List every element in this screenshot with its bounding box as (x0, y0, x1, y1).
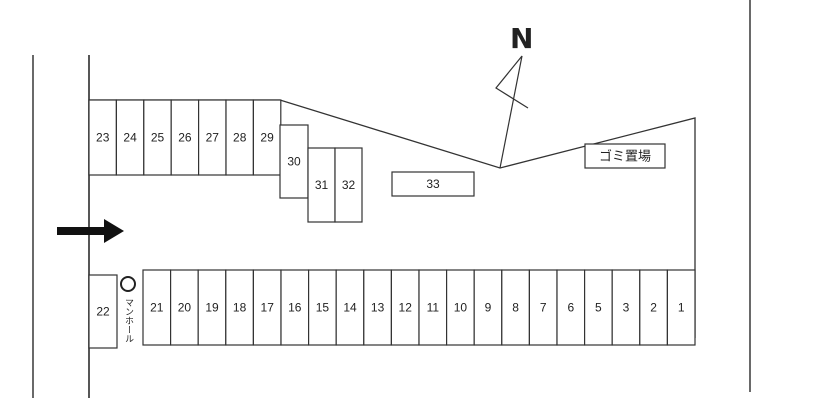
parking-slot-16: 16 (280, 269, 310, 346)
parking-slot-18: 18 (225, 269, 255, 346)
slot-box (473, 269, 503, 346)
slot-number: 30 (287, 155, 301, 169)
slot-number: 14 (343, 301, 357, 315)
slot-box (556, 269, 586, 346)
garbage-area: ゴミ置場 (584, 143, 666, 169)
slot-number: 24 (123, 131, 137, 145)
slot-number: 6 (567, 301, 574, 315)
arrow-right-icon (57, 219, 124, 243)
manhole-label: マンホール (123, 298, 134, 343)
slot-box (666, 269, 696, 346)
parking-slot-6: 6 (556, 269, 586, 346)
parking-slot-19: 19 (197, 269, 227, 346)
slot-number: 9 (485, 301, 492, 315)
slot-box (334, 147, 363, 223)
parking-slot-20: 20 (170, 269, 199, 346)
parking-slot-26: 26 (170, 99, 200, 176)
slot-number: 2 (650, 301, 657, 315)
slot-number: 11 (427, 301, 440, 315)
slot-number: 28 (233, 131, 247, 145)
parking-slot-24: 24 (115, 99, 145, 176)
parking-slot-23: 23 (88, 99, 117, 176)
slot-box (335, 269, 365, 346)
manhole-icon (120, 276, 136, 292)
slot-number: 23 (96, 131, 110, 145)
parking-slot-5: 5 (583, 269, 613, 346)
slot-box (391, 171, 475, 197)
slot-number: 7 (540, 301, 547, 315)
parking-slot-27: 27 (198, 99, 227, 176)
manhole: マンホール (120, 276, 136, 343)
slot-number: 8 (512, 301, 519, 315)
slot-number: 32 (342, 178, 356, 192)
slot-box (115, 99, 145, 176)
parking-slot-25: 25 (143, 99, 172, 176)
parking-slot-29: 29 (252, 99, 282, 176)
slot-box (583, 269, 613, 346)
slot-number: 26 (178, 131, 192, 145)
parking-slot-10: 10 (446, 269, 475, 346)
slot-number: 33 (426, 177, 440, 191)
slot-box (280, 269, 310, 346)
slot-number: 19 (205, 301, 219, 315)
slot-number: 31 (315, 178, 329, 192)
slot-number: 20 (178, 301, 192, 315)
slot-number: 18 (233, 301, 247, 315)
slot-box (88, 274, 118, 349)
north-label: N (510, 22, 533, 55)
slot-number: 3 (623, 301, 630, 315)
parking-slot-7: 7 (528, 269, 558, 346)
parking-slot-11: 11 (418, 269, 448, 346)
slot-box (307, 147, 336, 223)
parking-slot-2: 2 (639, 269, 668, 346)
parking-slot-15: 15 (308, 269, 337, 346)
slot-number: 17 (261, 301, 275, 315)
parking-slot-30: 30 (279, 124, 309, 199)
parking-slot-28: 28 (225, 99, 254, 176)
parking-slot-14: 14 (335, 269, 365, 346)
slot-number: 29 (260, 131, 274, 145)
garbage-area-label: ゴミ置場 (599, 149, 651, 165)
slot-box (418, 269, 448, 346)
parking-slot-17: 17 (252, 269, 282, 346)
slot-number: 12 (399, 301, 413, 315)
slot-box (252, 269, 282, 346)
slot-box (143, 99, 172, 176)
parking-slot-32: 32 (334, 147, 363, 223)
slot-box (363, 269, 392, 346)
parking-slot-22: 22 (88, 274, 118, 349)
slot-number: 15 (316, 301, 330, 315)
parking-slot-12: 12 (390, 269, 420, 346)
slot-number: 10 (454, 301, 468, 315)
slot-number: 5 (595, 301, 602, 315)
slot-number: 27 (206, 131, 220, 145)
parking-slot-31: 31 (307, 147, 336, 223)
slot-number: 13 (371, 301, 385, 315)
parking-slot-21: 21 (142, 269, 172, 346)
slot-box (142, 269, 172, 346)
parking-slot-13: 13 (363, 269, 392, 346)
parking-slot-3: 3 (611, 269, 641, 346)
slot-box (501, 269, 530, 346)
slot-number: 1 (678, 301, 685, 315)
parking-slot-33: 33 (391, 171, 475, 197)
north-arrow-icon (495, 55, 529, 169)
slot-box (446, 269, 475, 346)
slot-box (528, 269, 558, 346)
slot-number: 21 (150, 301, 164, 315)
north-arrow: N (495, 22, 533, 169)
slot-number: 25 (151, 131, 165, 145)
parking-slot-8: 8 (501, 269, 530, 346)
slot-number: 16 (288, 301, 302, 315)
parking-slot-9: 9 (473, 269, 503, 346)
slot-box (198, 99, 227, 176)
slot-box (88, 99, 117, 176)
slot-number: 22 (96, 305, 110, 319)
parking-slot-1: 1 (666, 269, 696, 346)
